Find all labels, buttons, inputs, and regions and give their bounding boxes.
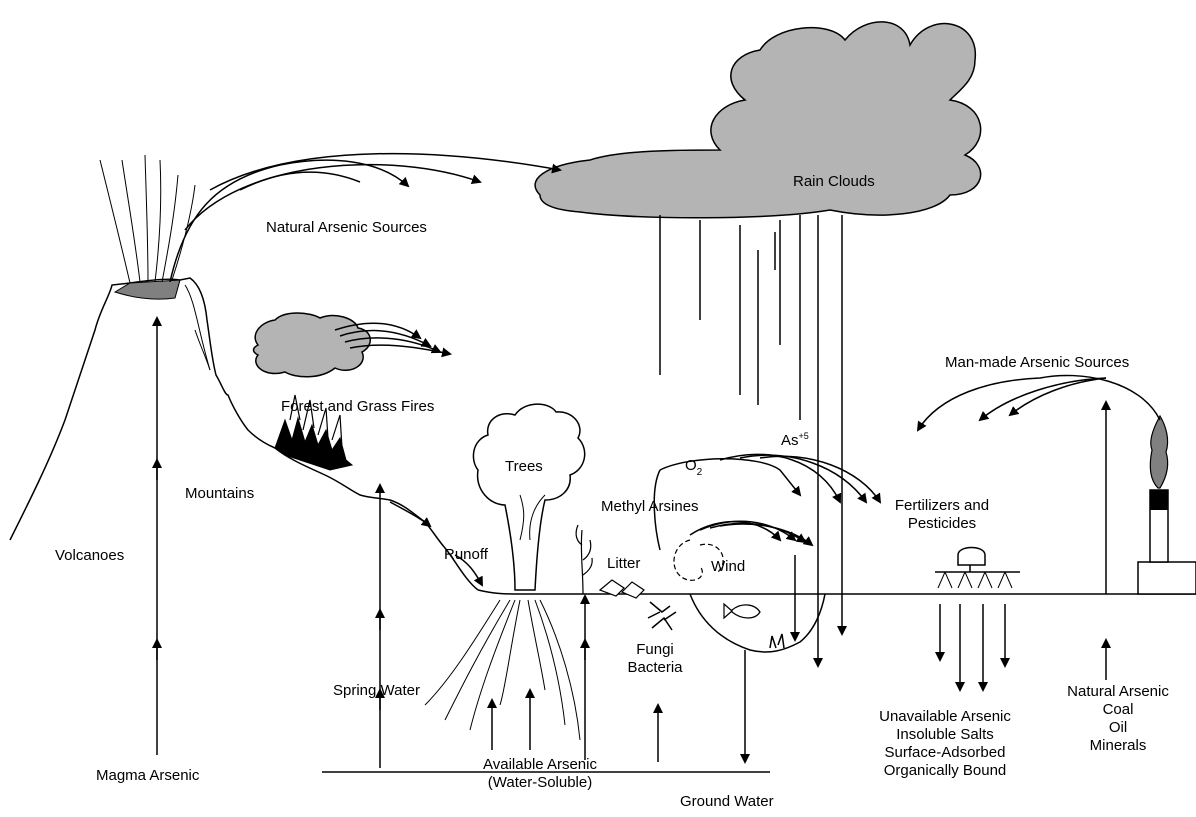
cloud-down-arrows: [818, 215, 842, 666]
label-spring-water: Spring Water: [333, 682, 420, 700]
man-made-arrows: [918, 375, 1160, 594]
fungi-line: Fungi: [615, 641, 695, 659]
unavailable-line-2: Insoluble Salts: [855, 726, 1035, 744]
small-plant: [576, 525, 592, 594]
natural-arsenic-line-1: Natural Arsenic: [1048, 683, 1188, 701]
label-natural-sources: Natural Arsenic Sources: [266, 219, 427, 237]
up-arrows: [157, 318, 1106, 768]
label-natural-arsenic: Natural Arsenic Coal Oil Minerals: [1048, 683, 1188, 755]
available-arsenic-line-1: Available Arsenic: [455, 756, 625, 774]
natural-arsenic-line-2: Coal: [1048, 701, 1188, 719]
smoke-cloud: [254, 313, 371, 377]
label-trees: Trees: [505, 458, 543, 476]
label-magma-arsenic: Magma Arsenic: [96, 767, 199, 785]
wind-arrows: [690, 521, 812, 640]
label-man-made-sources: Man-made Arsenic Sources: [945, 354, 1129, 372]
litter: [600, 580, 644, 598]
tree: [473, 404, 584, 590]
fungi-bacteria-icon: [648, 602, 676, 630]
label-available-arsenic: Available Arsenic (Water-Soluble): [455, 756, 625, 792]
label-methyl-arsines: Methyl Arsines: [601, 498, 699, 516]
label-fungi-bacteria: Fungi Bacteria: [615, 641, 695, 677]
natural-source-arrows: [170, 154, 560, 282]
natural-arsenic-line-3: Oil: [1048, 719, 1188, 737]
label-o2: O2: [685, 457, 702, 477]
rain-cloud: [535, 22, 981, 218]
volcano-plume: [100, 155, 195, 283]
label-as5: As+5: [781, 432, 809, 451]
slope-flow-arrow: [390, 502, 430, 526]
fertilizers-line-2: Pesticides: [872, 515, 1012, 533]
fish-icon: [724, 604, 760, 618]
fertilizers-line-1: Fertilizers and: [872, 497, 1012, 515]
label-rain-clouds: Rain Clouds: [793, 173, 875, 191]
pesticide-down-arrows: [940, 604, 1005, 690]
sprayer-icon: [935, 548, 1020, 589]
label-mountains: Mountains: [185, 485, 254, 503]
label-forest-fires: Forest and Grass Fires: [281, 398, 434, 416]
o2-base: O: [685, 457, 697, 474]
rain-lines: [660, 215, 800, 420]
unavailable-line-1: Unavailable Arsenic: [855, 708, 1035, 726]
unavailable-line-4: Organically Bound: [855, 762, 1035, 780]
label-litter: Litter: [607, 555, 640, 573]
tree-roots: [425, 600, 580, 740]
as5-superscript: +5: [799, 431, 809, 441]
available-arsenic-line-2: (Water-Soluble): [455, 774, 625, 792]
label-ground-water: Ground Water: [680, 793, 774, 811]
lake-basin: [690, 594, 825, 652]
label-volcanoes: Volcanoes: [55, 547, 124, 565]
unavailable-line-3: Surface-Adsorbed: [855, 744, 1035, 762]
natural-arsenic-line-4: Minerals: [1048, 737, 1188, 755]
label-unavailable-arsenic: Unavailable Arsenic Insoluble Salts Surf…: [855, 708, 1035, 780]
label-runoff: Runoff: [444, 546, 488, 564]
as5-base: As: [781, 432, 799, 449]
factory: [1138, 416, 1196, 594]
o2-subscript: 2: [697, 467, 703, 478]
label-wind: Wind: [711, 558, 745, 576]
label-fertilizers: Fertilizers and Pesticides: [872, 497, 1012, 533]
bacteria-line: Bacteria: [615, 659, 695, 677]
